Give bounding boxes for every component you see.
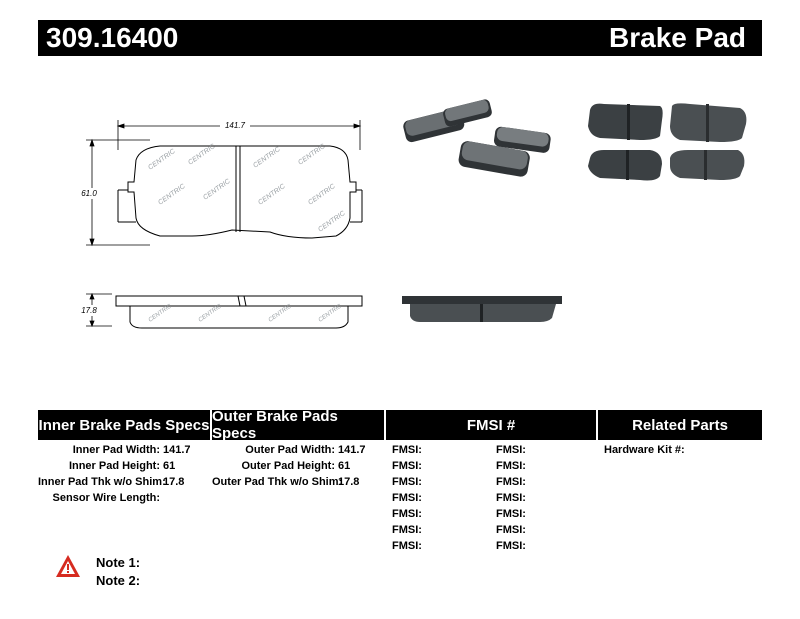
fmsi-label: FMSI: [496,444,526,456]
pad-photo-angled [403,99,551,177]
fmsi-label: FMSI: [496,540,526,552]
outer-width-value: 141.7 [338,444,366,456]
outer-height-value: 61 [338,460,351,472]
inner-width-label: Inner Pad Width: [72,444,160,456]
inner-thk-label: Inner Pad Thk w/o Shim: [38,476,166,488]
fmsi-label: FMSI: [392,460,422,472]
header-outer-specs: Outer Brake Pads Specs [212,408,384,442]
outer-height-label: Outer Pad Height: [241,460,335,472]
fmsi-label: FMSI: [496,492,526,504]
fmsi-label: FMSI: [392,444,422,456]
inner-thk-value: 17.8 [163,476,185,488]
inner-height-value: 61 [163,460,176,472]
inner-height-label: Inner Pad Height: [68,460,160,472]
fmsi-label: FMSI: [392,524,422,536]
header-inner-specs: Inner Brake Pads Specs [38,410,210,440]
fmsi-label: FMSI: [496,508,526,520]
sensor-wire-label: Sensor Wire Length: [52,492,160,504]
fmsi-label: FMSI: [392,540,422,552]
brake-pad-drawing: 141.7 61.0 CENTRIC CENTRIC CENTRIC CENTR… [81,99,747,329]
fmsi-label: FMSI: [392,476,422,488]
header-fmsi: FMSI # [386,410,596,440]
inner-width-value: 141.7 [163,444,191,456]
header-related-parts: Related Parts [598,410,762,440]
outer-width-label: Outer Pad Width: [245,444,335,456]
pad-photo-flat [588,103,747,181]
fmsi-label: FMSI: [496,524,526,536]
fmsi-label: FMSI: [392,492,422,504]
thickness-dim-label: 17.8 [81,306,97,315]
fmsi-label: FMSI: [392,508,422,520]
fmsi-label: FMSI: [496,476,526,488]
title-bar: 309.16400 Brake Pad [38,20,762,56]
outer-thk-value: 17.8 [338,476,360,488]
note-2: Note 2: [96,573,141,588]
pad-photo-side [402,296,562,322]
width-dim-label: 141.7 [225,121,246,130]
outer-thk-label: Outer Pad Thk w/o Shim: [212,476,343,488]
note-1: Note 1: [96,555,141,570]
product-type: Brake Pad [609,22,746,53]
fmsi-label: FMSI: [496,460,526,472]
pad-side-outline [115,295,363,329]
hardware-kit-label: Hardware Kit #: [604,444,685,456]
part-number: 309.16400 [46,22,179,53]
height-dim-label: 61.0 [81,189,97,198]
pad-front-outline [117,145,363,239]
warning-icon [56,555,80,577]
